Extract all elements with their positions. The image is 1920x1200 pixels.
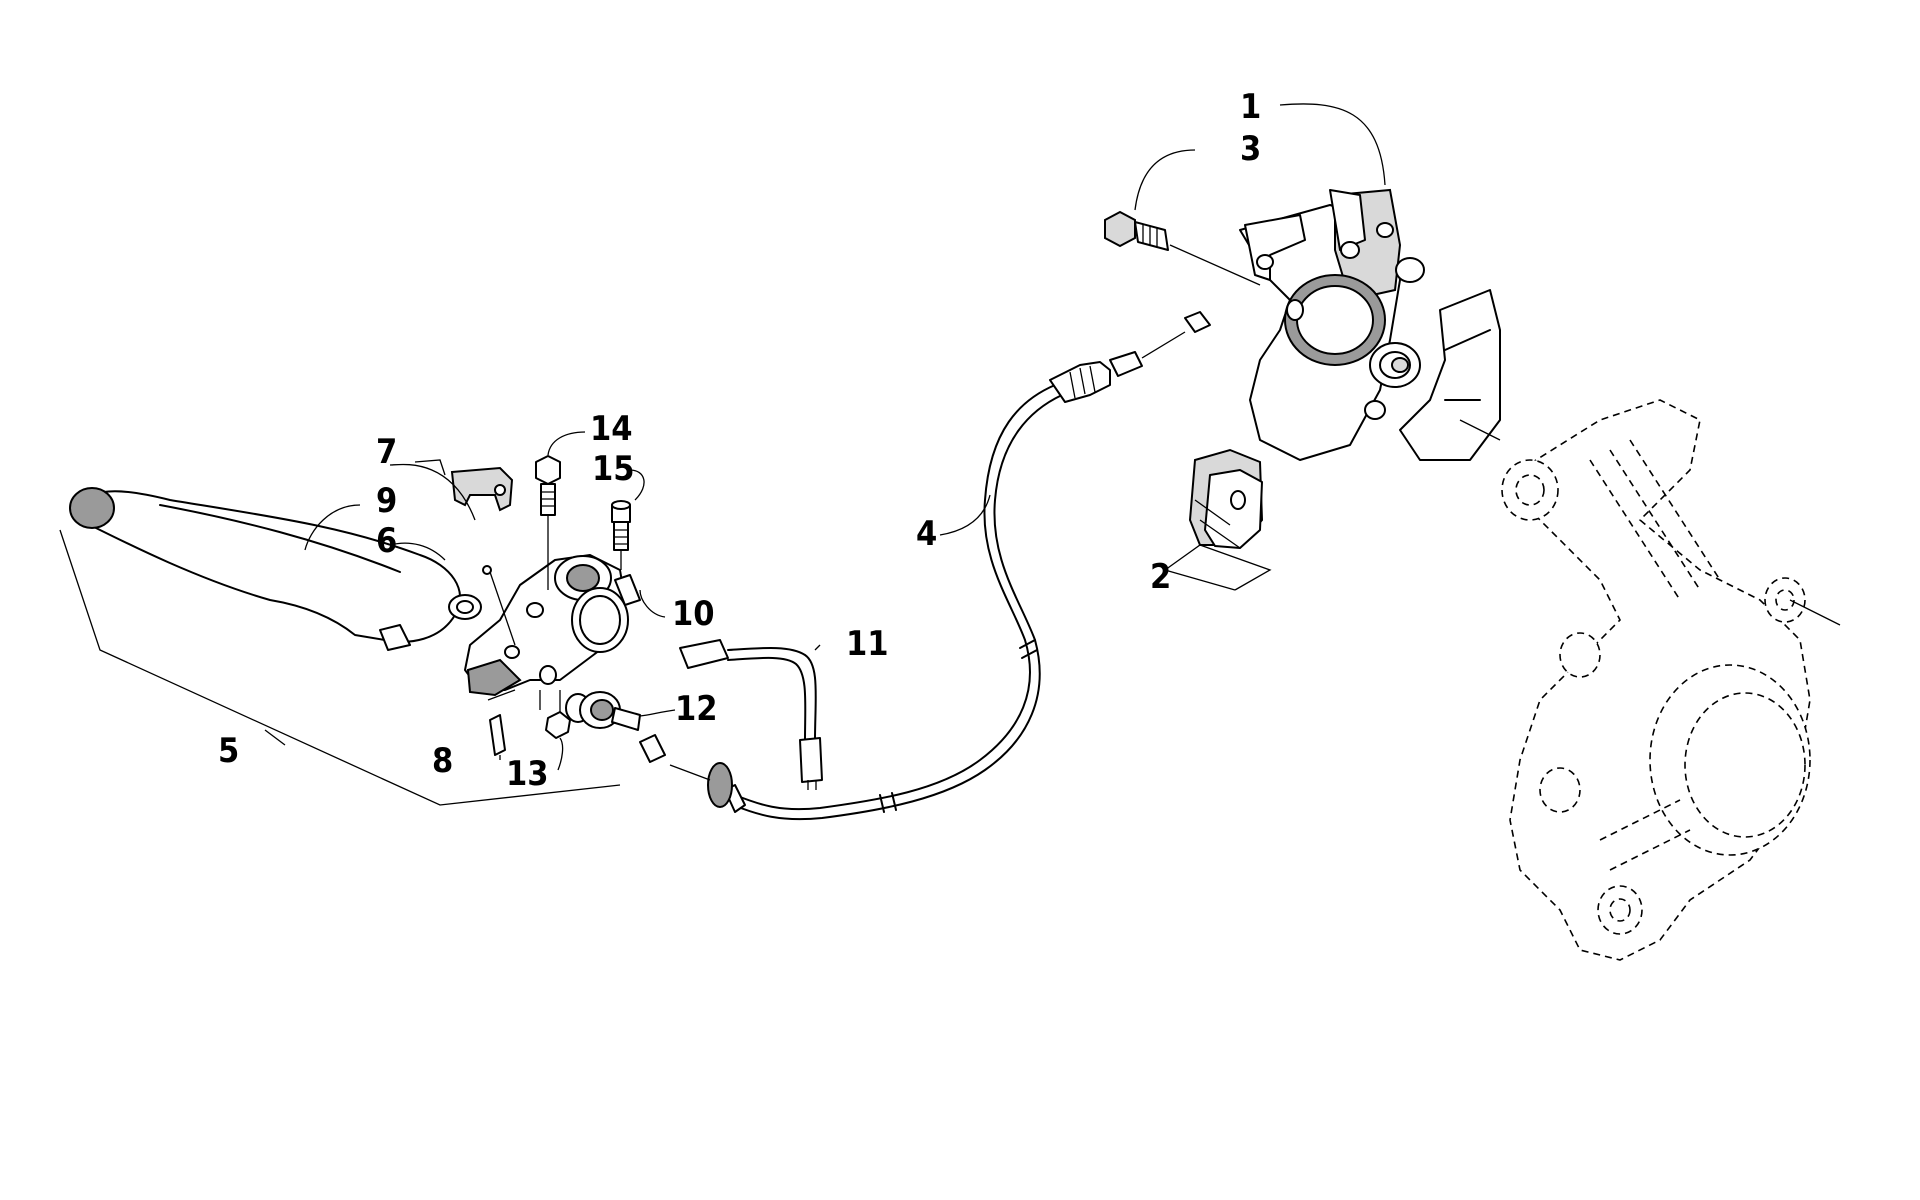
callout-13: 13 [506,754,549,794]
callout-9: 9 [376,481,397,521]
callout-labels: 1 3 2 4 5 6 7 8 9 10 11 12 13 14 15 [218,87,1261,794]
callout-1: 1 [1240,87,1261,127]
callout-14: 14 [590,409,633,449]
callout-4: 4 [916,514,937,554]
callout-12: 12 [675,689,718,729]
caliper-bolt [1104,210,1261,286]
callout-8: 8 [432,741,453,781]
steering-knuckle-reference [1501,399,1841,961]
brake-cable [639,311,1211,821]
callout-6: 6 [376,521,397,561]
leader-lines [304,103,1386,771]
brake-switch-wire [679,639,823,790]
lever-assembly [59,455,641,806]
brake-caliper [1239,188,1501,461]
callout-15: 15 [592,449,635,489]
callout-7: 7 [376,432,397,472]
callout-10: 10 [672,594,715,634]
callout-5: 5 [218,731,239,771]
callout-3: 3 [1240,129,1261,169]
callout-2: 2 [1150,557,1171,597]
brake-pads [1188,448,1264,549]
callout-11: 11 [846,624,889,664]
